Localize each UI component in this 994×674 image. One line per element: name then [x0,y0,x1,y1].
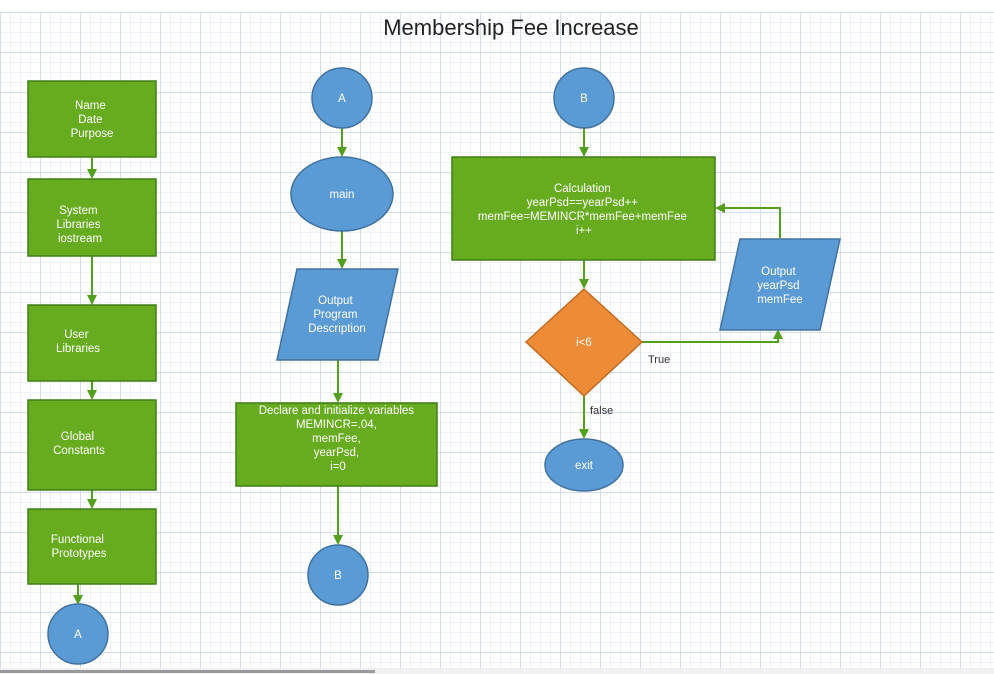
system-line-2: Libraries [56,219,100,231]
node-header-block[interactable]: Name Date Purpose [27,80,157,158]
edge-label-true: True [648,354,670,366]
node-system-libraries[interactable]: System Libraries iostream [27,178,157,257]
svg-text:User Libraries: User Libraries [56,329,100,355]
prototypes-line-2: Prototypes [52,548,107,560]
svg-text:Output Program Des: Output Program Description [308,295,366,335]
declare-line-3: memFee, [312,433,361,445]
connector-b-bottom[interactable]: B [307,544,369,606]
output-results-line-3: memFee [757,294,802,306]
global-line-2: Constants [53,445,105,457]
header-line-2: Date [78,114,102,126]
edge-output-loop-to-calculation [715,203,781,238]
svg-text:Calculation yearPsd==yea: Calculation yearPsd==yearPsd++ memFee=ME… [478,183,690,237]
global-line-1: Global [61,431,94,443]
node-output-results[interactable]: Output yearPsd memFee [719,238,841,331]
connector-a-top[interactable]: A [311,67,373,129]
connector-b-bottom-label: B [334,570,342,582]
edges [73,128,783,605]
svg-text:Declare and initialize variabl: Declare and initialize variables MEMINCR… [259,405,418,473]
exit-label: exit [575,460,594,472]
declare-line-4: yearPsd, [314,447,359,459]
connector-b-top[interactable]: B [553,67,615,129]
node-function-prototypes[interactable]: Functional Prototypes [27,508,157,585]
connector-a-left[interactable]: A [47,603,109,665]
calculation-line-1: Calculation [554,183,611,195]
header-line-1: Name [75,100,106,112]
horizontal-scrollbar[interactable] [0,668,994,674]
svg-text:Global Constants: Global Constants [53,431,105,457]
svg-text:System Libraries i: System Libraries iostream [56,205,103,245]
prototypes-line-1: Functional [51,534,104,546]
svg-text:Functional Prototypes: Functional Prototypes [51,534,107,560]
node-condition[interactable]: i<6 [524,287,644,398]
edge-condition-true-to-output [642,329,783,343]
declare-line-2: MEMINCR=.04, [296,419,377,431]
scrollbar-thumb[interactable] [0,670,375,673]
header-line-3: Purpose [71,128,114,140]
condition-label: i<6 [576,337,592,349]
svg-text:Output yearPsd mem: Output yearPsd memFee [757,266,802,306]
main-label: main [330,189,355,201]
declare-line-1: Declare and initialize variables [259,405,415,417]
calculation-line-3: memFee=MEMINCR*memFee+memFee [478,211,687,223]
connector-b-top-label: B [580,93,588,105]
calculation-line-2: yearPsd==yearPsd++ [527,197,639,209]
node-global-constants[interactable]: Global Constants [27,399,157,491]
diagram-canvas [0,12,994,668]
output-desc-line-2: Program [313,309,357,321]
node-output-description[interactable]: Output Program Description [276,268,399,361]
output-results-line-1: Output [761,266,796,278]
node-declare-variables[interactable]: Declare and initialize variables MEMINCR… [235,402,438,487]
node-user-libraries[interactable]: User Libraries [27,304,157,382]
output-desc-line-3: Description [308,323,366,335]
declare-line-5: i=0 [330,461,346,473]
user-line-1: User [64,329,88,341]
node-exit[interactable]: exit [544,438,624,492]
system-line-3: iostream [58,233,102,245]
output-desc-line-1: Output [318,295,353,307]
connector-a-top-label: A [338,93,346,105]
calculation-line-4: i++ [576,225,592,237]
edge-label-false: false [590,405,613,417]
diagram-title: Membership Fee Increase [383,15,639,40]
system-line-1: System [59,205,97,217]
node-calculation[interactable]: Calculation yearPsd==yearPsd++ memFee=ME… [451,156,716,261]
output-results-line-2: yearPsd [757,280,799,292]
user-line-2: Libraries [56,343,100,355]
connector-a-left-label: A [74,629,82,641]
svg-text:Name Date Purpose: Name Date Purpose [71,100,114,140]
node-main[interactable]: main [290,156,394,232]
